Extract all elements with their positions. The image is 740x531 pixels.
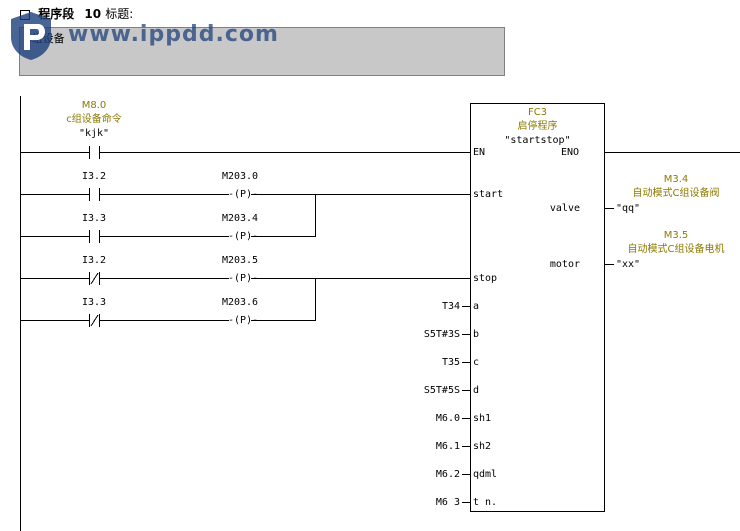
motor-comment: 自动模式C组设备电机 (627, 244, 725, 255)
param-c-value: T35 (441, 357, 460, 368)
motor-address: M3.5 (663, 230, 689, 241)
pin-tn: t n. (473, 497, 498, 508)
pin-motor: motor (549, 259, 580, 270)
param-sh2-value: M6.1 (435, 441, 460, 452)
pin-sh1: sh1 (473, 413, 492, 424)
block-comment: 启停程序 (517, 121, 558, 132)
pin-a: a (473, 301, 480, 312)
rung3-coil-address: M203.5 (221, 255, 259, 266)
param-d-value: S5T#5S (423, 385, 460, 396)
rung4-coil-address: M203.6 (221, 297, 259, 308)
enable-contact-comment: c组设备命令 (66, 114, 122, 125)
param-sh1-value: M6.0 (435, 413, 460, 424)
param-a-value: T34 (441, 301, 460, 312)
pin-b: b (473, 329, 480, 340)
pin-qdml: qdml (473, 469, 498, 480)
rung2-coil-address: M203.4 (221, 213, 259, 224)
shield-logo-icon (11, 12, 51, 60)
rung3-contact-address: I3.2 (81, 255, 107, 266)
block-eno-pin: ENO (561, 147, 580, 158)
pin-d: d (473, 385, 480, 396)
rung1-contact-address: I3.2 (81, 171, 107, 182)
enable-contact-address: M8.0 (81, 100, 107, 111)
network-header: 程序段 10 标题: (20, 5, 133, 22)
network-prefix: 程序段 (38, 7, 75, 21)
enable-contact-symbol: "kjk" (78, 128, 110, 139)
rung2-coil-symbol: -(P)- (228, 231, 259, 242)
block-symbol: "startstop" (504, 135, 571, 146)
motor-symbol: "xx" (616, 259, 641, 270)
valve-comment: 自动模式C组设备阀 (632, 188, 720, 199)
rung4-coil-symbol: -(P)- (228, 315, 259, 326)
fc3-block (470, 103, 605, 512)
param-qdml-value: M6.2 (435, 469, 460, 480)
rung1-coil-symbol: -(P)- (228, 189, 259, 200)
pin-sh2: sh2 (473, 441, 492, 452)
rung1-coil-address: M203.0 (221, 171, 259, 182)
param-b-value: S5T#3S (423, 329, 460, 340)
rung2-contact-address: I3.3 (81, 213, 107, 224)
valve-symbol: "qq" (616, 203, 641, 214)
network-number: 10 (84, 7, 102, 21)
rung3-coil-symbol: -(P)- (228, 273, 259, 284)
pin-valve: valve (549, 203, 580, 214)
block-en-pin: EN (473, 147, 486, 158)
pin-c: c (473, 357, 480, 368)
block-name: FC3 (527, 107, 548, 118)
watermark-text: www.ippdd.com (68, 22, 279, 47)
valve-address: M3.4 (663, 174, 689, 185)
pin-stop: stop (473, 273, 498, 284)
rung4-contact-address: I3.3 (81, 297, 107, 308)
param-tn-value: M6 3 (435, 497, 460, 508)
pin-start: start (473, 189, 504, 200)
network-title-label: 标题: (105, 7, 134, 21)
